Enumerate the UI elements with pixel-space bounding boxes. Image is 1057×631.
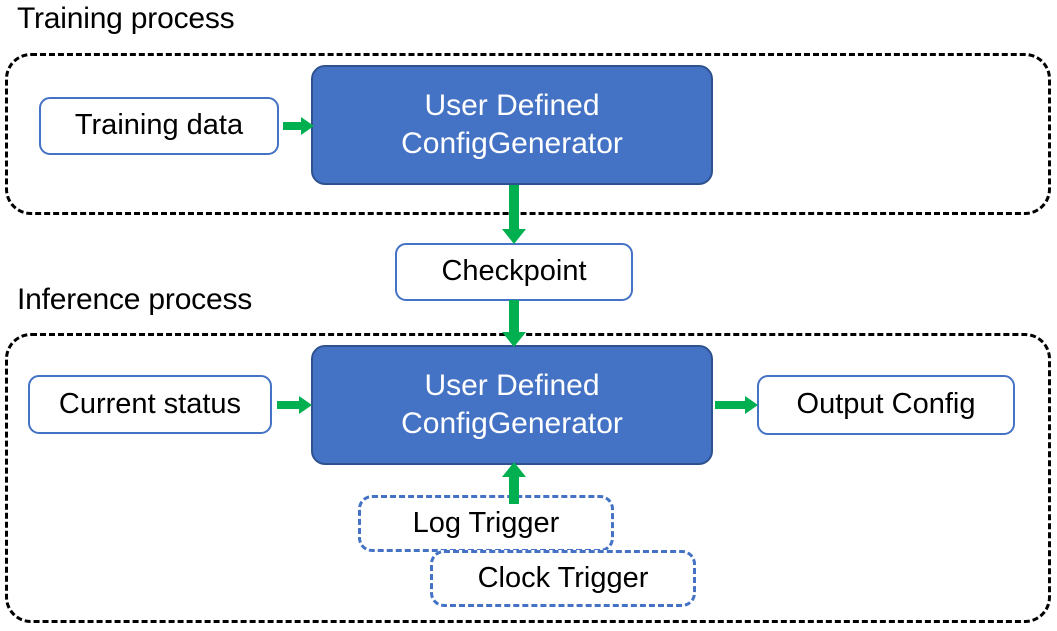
node-log-trigger[interactable]: Log Trigger <box>358 495 614 552</box>
group-container-training <box>5 53 1051 215</box>
node-training-config-generator-line1: User Defined <box>424 89 600 122</box>
node-training-data-label: Training data <box>74 109 244 142</box>
arrow-current-status-to-generator <box>277 393 313 417</box>
node-checkpoint[interactable]: Checkpoint <box>395 243 633 301</box>
node-output-config-label: Output Config <box>796 388 976 421</box>
node-training-config-generator[interactable]: User Defined ConfigGenerator <box>311 65 713 185</box>
node-clock-trigger[interactable]: Clock Trigger <box>430 550 696 607</box>
section-label-training: Training process <box>17 2 235 35</box>
group-container-inference <box>5 333 1051 623</box>
node-checkpoint-label: Checkpoint <box>441 255 587 288</box>
node-inference-config-generator-line2: ConfigGenerator <box>401 407 623 440</box>
arrow-checkpoint-to-inference-generator <box>501 300 527 348</box>
node-output-config[interactable]: Output Config <box>757 375 1015 435</box>
node-training-data[interactable]: Training data <box>39 97 279 155</box>
node-inference-config-generator-line1: User Defined <box>424 369 600 402</box>
node-inference-config-generator[interactable]: User Defined ConfigGenerator <box>311 345 713 465</box>
node-current-status-label: Current status <box>58 387 242 420</box>
arrow-generator-to-output-config <box>715 393 759 417</box>
arrow-training-data-to-generator <box>283 114 315 138</box>
node-clock-trigger-label: Clock Trigger <box>477 562 649 594</box>
node-training-config-generator-line2: ConfigGenerator <box>401 127 623 160</box>
node-current-status[interactable]: Current status <box>28 375 272 434</box>
section-label-inference: Inference process <box>17 283 253 316</box>
arrow-triggers-to-generator <box>501 462 527 504</box>
node-log-trigger-label: Log Trigger <box>412 507 560 539</box>
arrow-generator-to-checkpoint <box>501 185 527 245</box>
